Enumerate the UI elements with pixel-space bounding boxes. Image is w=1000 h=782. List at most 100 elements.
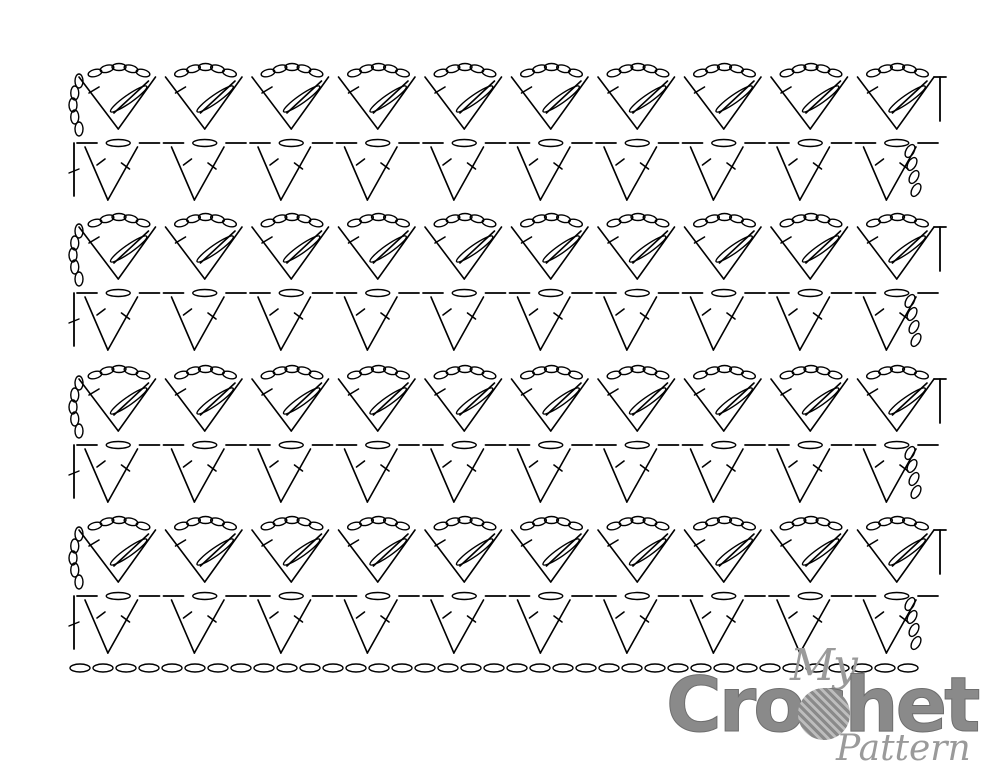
shell-stitch <box>164 515 243 583</box>
v-stitch <box>76 138 161 201</box>
shell-stitch <box>597 212 676 280</box>
yarn-ball-icon <box>798 688 850 740</box>
v-stitch <box>76 591 161 654</box>
v-stitch <box>335 591 420 654</box>
shell-stitch <box>78 364 157 432</box>
logo-my-text: My <box>790 640 858 691</box>
v-stitch <box>335 288 420 351</box>
shell-stitch <box>683 62 762 130</box>
v-stitch <box>854 288 939 351</box>
shell-stitch <box>337 62 416 130</box>
shell-row-upper <box>68 364 947 439</box>
turning-chain-right <box>904 445 922 500</box>
v-stitch <box>76 288 161 351</box>
v-stitch <box>681 288 766 351</box>
turning-chain-right <box>904 143 922 198</box>
shell-stitch <box>597 515 676 583</box>
v-stitch <box>422 288 507 351</box>
v-stitch <box>595 440 680 503</box>
v-stitch <box>162 440 247 503</box>
v-stitch <box>422 591 507 654</box>
shell-stitch <box>164 62 243 130</box>
logo-pattern-text: Pattern <box>836 728 971 769</box>
turning-chain-left <box>68 73 84 137</box>
turning-chain-right <box>904 596 922 651</box>
shell-stitch <box>337 515 416 583</box>
v-stitch <box>422 138 507 201</box>
v-stitch <box>249 591 334 654</box>
v-stitch <box>508 288 593 351</box>
v-stitch <box>681 591 766 654</box>
shell-stitch <box>510 515 589 583</box>
shell-stitch <box>856 212 935 280</box>
v-stitch <box>249 288 334 351</box>
v-stitch-row-lower <box>68 288 939 351</box>
v-stitch <box>768 138 853 201</box>
v-stitch <box>595 138 680 201</box>
v-stitch <box>76 440 161 503</box>
shell-stitch <box>251 62 330 130</box>
v-stitch <box>681 440 766 503</box>
v-stitch <box>422 440 507 503</box>
shell-stitch <box>770 212 849 280</box>
v-stitch <box>162 288 247 351</box>
shell-stitch <box>78 212 157 280</box>
shell-stitch <box>597 62 676 130</box>
foundation-chain <box>69 663 919 673</box>
v-stitch <box>162 138 247 201</box>
shell-row-upper <box>68 62 947 137</box>
v-stitch <box>768 591 853 654</box>
v-stitch <box>768 288 853 351</box>
shell-stitch <box>337 364 416 432</box>
shell-stitch <box>251 212 330 280</box>
shell-stitch <box>770 364 849 432</box>
v-stitch <box>854 440 939 503</box>
v-stitch <box>335 440 420 503</box>
shell-stitch <box>856 62 935 130</box>
shell-stitch <box>510 364 589 432</box>
shell-stitch <box>424 62 503 130</box>
shell-stitch <box>78 515 157 583</box>
v-stitch <box>162 591 247 654</box>
shell-stitch <box>251 515 330 583</box>
turning-chain-right <box>904 293 922 348</box>
v-stitch-row-lower <box>68 591 939 654</box>
v-stitch <box>595 288 680 351</box>
v-stitch <box>854 138 939 201</box>
v-stitch <box>249 440 334 503</box>
shell-stitch <box>856 364 935 432</box>
shell-stitch <box>683 364 762 432</box>
turning-chain-left <box>68 375 84 439</box>
shell-stitch <box>597 364 676 432</box>
shell-stitch <box>424 212 503 280</box>
shell-stitch <box>424 364 503 432</box>
turning-chain-left <box>68 526 84 590</box>
my-crochet-pattern-logo: My Crochet Pattern <box>660 640 1000 782</box>
v-stitch <box>508 591 593 654</box>
v-stitch-row-lower <box>68 138 939 201</box>
v-stitch <box>508 440 593 503</box>
shell-stitch <box>337 212 416 280</box>
v-stitch <box>681 138 766 201</box>
shell-stitch <box>510 62 589 130</box>
shell-stitch <box>164 212 243 280</box>
shell-stitch <box>424 515 503 583</box>
shell-stitch <box>78 62 157 130</box>
turning-chain-left <box>68 223 84 287</box>
v-stitch <box>768 440 853 503</box>
shell-stitch <box>770 62 849 130</box>
shell-stitch <box>251 364 330 432</box>
v-stitch <box>508 138 593 201</box>
shell-stitch <box>164 364 243 432</box>
v-stitch-row-lower <box>68 440 939 503</box>
shell-stitch <box>510 212 589 280</box>
shell-row-upper <box>68 212 947 287</box>
shell-stitch <box>683 515 762 583</box>
shell-stitch <box>770 515 849 583</box>
shell-stitch <box>683 212 762 280</box>
shell-row-upper <box>68 515 947 590</box>
v-stitch <box>335 138 420 201</box>
shell-stitch <box>856 515 935 583</box>
v-stitch <box>595 591 680 654</box>
